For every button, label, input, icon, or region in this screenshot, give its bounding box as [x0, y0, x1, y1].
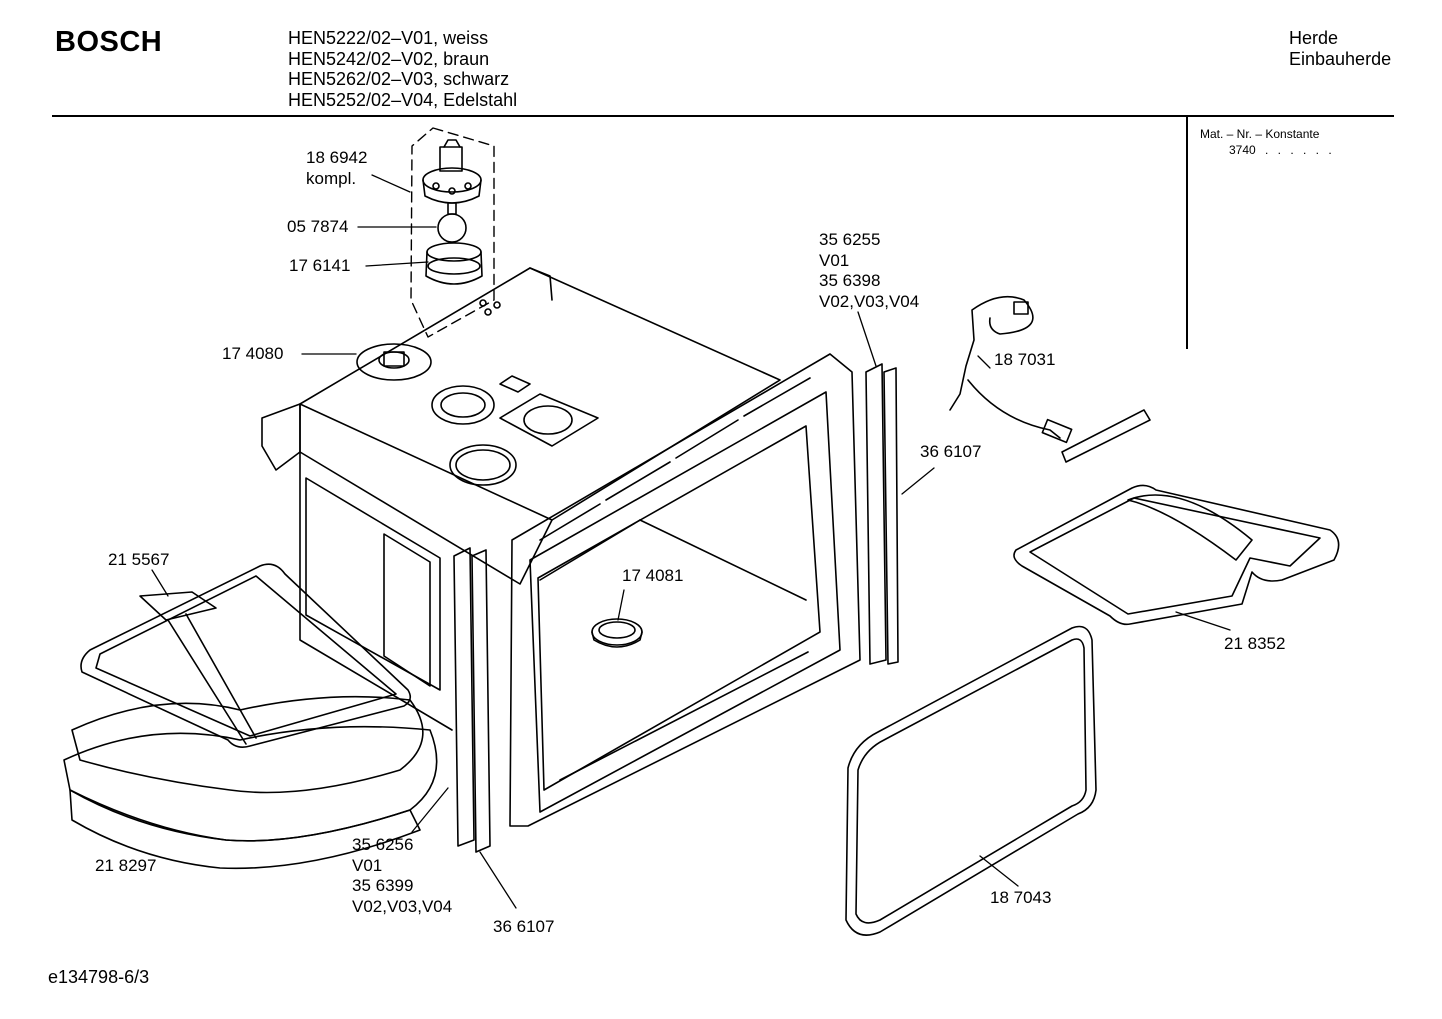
- top-heater-part: [1013, 409, 1340, 626]
- leader-lines: [151, 174, 1231, 909]
- thermostat-part: [356, 343, 432, 381]
- part-label-174081: 17 4081: [622, 566, 684, 585]
- part-label-356255: 35 6255 V01 35 6398 V02,V03,V04: [819, 230, 919, 312]
- part-variant: V02,V03,V04: [352, 896, 453, 916]
- part-label-366107-bottom: 36 6107: [493, 917, 555, 936]
- rack-heater-part: [80, 563, 412, 748]
- baking-tray-part: [63, 695, 438, 870]
- sensor-cable-part: [949, 295, 1073, 444]
- right-seal-strip: [865, 363, 899, 665]
- part-number: 35 6398: [819, 271, 881, 290]
- part-label-187043: 18 7043: [990, 888, 1052, 907]
- part-variant: V01: [819, 250, 850, 270]
- mat-nr-dots: . . . . . .: [1265, 143, 1335, 157]
- oven-cavity: [261, 267, 861, 827]
- brand-logo: BOSCH: [55, 26, 163, 58]
- part-label-187031: 18 7031: [994, 350, 1056, 369]
- category-block: Herde Einbauherde: [1289, 28, 1391, 69]
- part-label-057874: 05 7874: [287, 217, 349, 236]
- part-number: 35 6255: [819, 230, 881, 249]
- lamp-cover-part: [425, 242, 483, 285]
- part-label-356256: 35 6256 V01 35 6399 V02,V03,V04: [352, 835, 452, 917]
- model-list: HEN5222/02–V01, weiss HEN5242/02–V02, br…: [288, 28, 517, 110]
- mat-nr-title: Mat. – Nr. – Konstante: [1200, 127, 1320, 141]
- part-number: 18 6942: [306, 148, 368, 167]
- part-label-218297: 21 8297: [95, 856, 157, 875]
- part-note: kompl.: [306, 168, 357, 188]
- side-divider: [1186, 117, 1188, 349]
- part-label-218352: 21 8352: [1224, 634, 1286, 653]
- lamp-bulb-part: [437, 202, 467, 243]
- part-label-174080: 17 4080: [222, 344, 284, 363]
- document-id: e134798-6/3: [48, 967, 150, 987]
- part-label-176141: 17 6141: [289, 256, 351, 275]
- left-seal-strip: [453, 547, 491, 853]
- model-line: HEN5222/02–V01, weiss: [288, 28, 489, 48]
- lamp-socket-part: [422, 139, 482, 204]
- part-label-366107-right: 36 6107: [920, 442, 982, 461]
- part-variant: V01: [352, 855, 383, 875]
- model-line: HEN5242/02–V02, braun: [288, 48, 490, 69]
- model-line: HEN5262/02–V03, schwarz: [288, 69, 510, 89]
- part-number: 35 6256: [352, 835, 414, 854]
- part-label-186942: 18 6942 kompl.: [306, 148, 367, 189]
- door-gasket-part: [845, 625, 1097, 936]
- category-line: Herde: [1289, 28, 1339, 48]
- lamp-assembly-outline: [410, 127, 495, 338]
- model-line: HEN5252/02–V04, Edelstahl: [288, 89, 518, 110]
- category-line: Einbauherde: [1289, 48, 1392, 69]
- header-divider: [52, 115, 1394, 117]
- part-number: 35 6399: [352, 876, 414, 895]
- part-label-215567: 21 5567: [108, 550, 170, 569]
- part-variant: V02,V03,V04: [819, 291, 920, 311]
- mat-nr-value: 3740: [1229, 143, 1256, 157]
